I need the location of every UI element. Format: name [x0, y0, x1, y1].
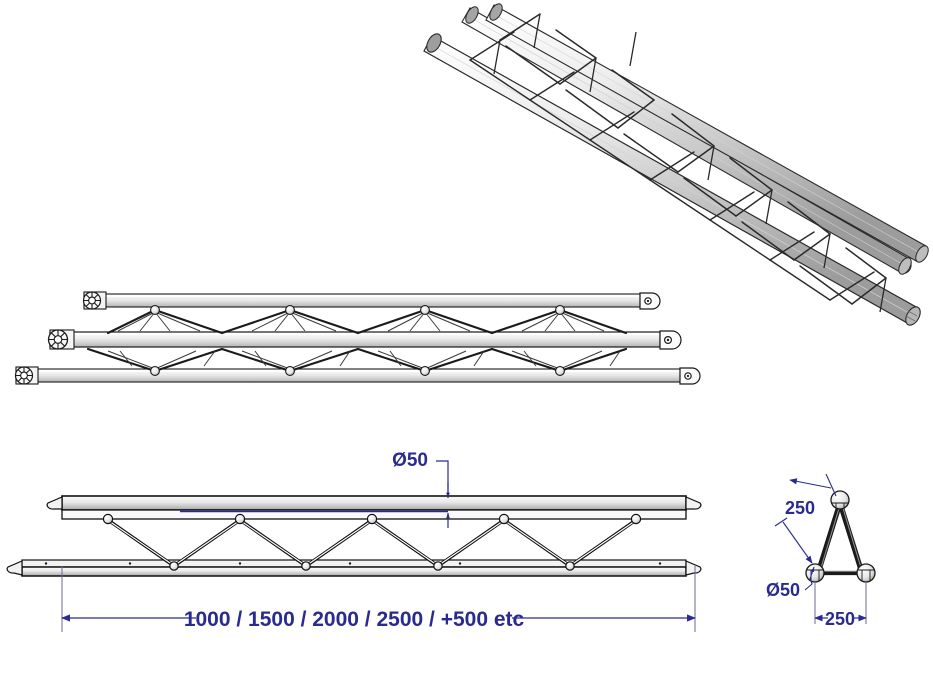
side-dim-extension-upper — [825, 473, 837, 497]
plan-endcap-top-left — [82, 291, 107, 310]
section-node-bottom-right — [856, 563, 876, 583]
section-node-bottom-left — [805, 563, 825, 583]
side-dim-line-upper — [789, 478, 832, 489]
section-members — [815, 500, 865, 576]
section-dimension-side: 250 — [774, 473, 837, 564]
plan-chord-bottom — [14, 366, 701, 385]
iso-chord-bottom-near — [423, 35, 921, 326]
elevation-chord-bottom — [6, 559, 702, 577]
plan-chord-top — [82, 291, 661, 310]
cross-section-detail: 250 Ø50 250 — [766, 473, 876, 629]
side-dim-line-lower — [782, 521, 813, 564]
elevation-botcap-right — [685, 560, 702, 576]
elevation-view: Ø50 1000 / 1500 / 2000 / 2500 / +500 etc — [6, 450, 702, 632]
section-dimension-base: 250 — [814, 582, 867, 629]
base-dimension-label: 250 — [825, 609, 855, 629]
elevation-web-bracing — [106, 518, 638, 568]
plan-connector-top-right — [639, 292, 661, 310]
iso-chord-middle — [485, 4, 929, 263]
plan-nodes — [150, 305, 565, 376]
iso-lacing — [499, 13, 887, 305]
elevation-topcap-right — [685, 496, 702, 510]
section-diameter-callout: Ø50 — [766, 566, 815, 600]
section-diameter-leader — [804, 577, 813, 591]
length-dimension: 1000 / 1500 / 2000 / 2500 / +500 etc — [61, 566, 696, 632]
elevation-rivets — [44, 562, 662, 565]
iso-end-caps-left — [426, 3, 503, 53]
iso-web-near — [469, 31, 875, 301]
diameter-label-main: Ø50 — [392, 450, 428, 471]
section-diameter-label: Ø50 — [766, 580, 800, 600]
plan-braces-upper-thin — [117, 311, 605, 332]
isometric-3d-view — [423, 3, 929, 326]
elevation-botcap-left — [6, 560, 23, 576]
iso-posts — [493, 13, 887, 313]
plan-braces-upper — [106, 308, 628, 335]
length-dimension-label: 1000 / 1500 / 2000 / 2500 / +500 etc — [184, 608, 525, 631]
plan-connector-middle-right — [659, 330, 682, 350]
diameter-callout-main: Ø50 — [180, 450, 450, 528]
side-dimension-label: 250 — [785, 498, 815, 518]
plan-endcap-bottom-left — [14, 366, 39, 385]
side-dim-extension-lower — [774, 517, 788, 527]
plan-view — [14, 291, 701, 385]
plan-connector-bottom-right — [679, 367, 701, 385]
section-node-top — [830, 490, 850, 510]
elevation-topcap-left — [46, 496, 63, 510]
plan-braces-lower-thin — [107, 350, 621, 370]
plan-endcap-middle-left — [47, 329, 75, 350]
plan-braces-lower — [86, 347, 628, 373]
plan-chord-middle — [47, 329, 682, 350]
elevation-nodes — [102, 513, 642, 571]
